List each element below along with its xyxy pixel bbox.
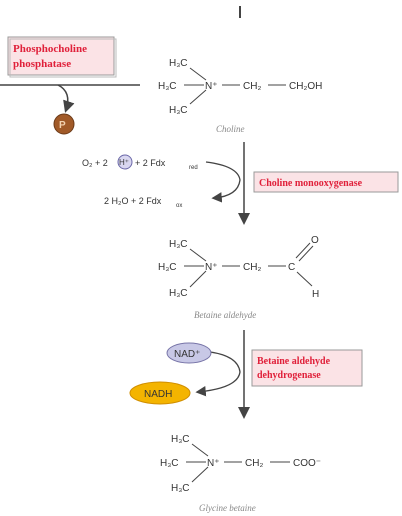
enzyme-1-line2: phosphatase	[13, 58, 71, 70]
gb-ch2: CH₂	[245, 458, 263, 469]
choline-h3c-bottom: H₃C	[169, 105, 188, 116]
proton-circle	[117, 154, 133, 170]
choline-n-plus: N⁺	[205, 81, 218, 92]
ba-h3c-left: H₃C	[158, 262, 177, 273]
ba-oxygen: O	[311, 235, 319, 246]
gb-h3c-top: H₃C	[171, 434, 190, 445]
choline-ch2oh: CH₂OH	[289, 81, 322, 92]
gb-h3c-left: H₃C	[160, 458, 179, 469]
ba-h3c-top: H₃C	[169, 239, 188, 250]
gb-coo: COO⁻	[293, 458, 321, 469]
phosphate-icon	[53, 113, 75, 135]
gb-h3c-bottom: H₃C	[171, 483, 190, 494]
choline-ch2: CH₂	[243, 81, 261, 92]
ba-h3c-bottom: H₃C	[169, 288, 188, 299]
enzyme-1-line1: Phosphocholine	[13, 43, 87, 55]
reaction2-side-arrow	[205, 161, 241, 203]
nadh-ellipse	[129, 381, 191, 405]
ba-hydrogen: H	[312, 289, 319, 300]
choline-h3c-top: H₃C	[169, 58, 188, 69]
betaine-aldehyde-dehydrogenase-box: Betaine aldehyde dehydrogenase	[251, 349, 363, 387]
reaction2-outputs-sub: ox	[176, 203, 182, 209]
enzyme-2-label: Choline monooxygenase	[259, 178, 363, 189]
choline-monooxygenase-box: Choline monooxygenase	[253, 171, 399, 193]
phosphate-label: P	[59, 120, 66, 131]
ba-carbon: C	[288, 262, 295, 273]
reaction3-side-arrow	[195, 351, 241, 397]
reaction2-inputs-post: + 2 Fdx	[135, 158, 166, 168]
ba-ch2: CH₂	[243, 262, 261, 273]
reaction2-proton: H⁺	[119, 158, 129, 167]
phosphocholine-phosphatase-box: Phosphocholine phosphatase	[7, 36, 117, 78]
choline-h3c-left: H₃C	[158, 81, 177, 92]
ba-n-plus: N⁺	[205, 262, 218, 273]
enzyme-3-line2: dehydrogenase	[257, 370, 321, 381]
nadh-label: NADH	[144, 389, 172, 400]
nad-label: NAD⁺	[174, 349, 200, 360]
betaine-aldehyde-caption: Betaine aldehyde	[194, 310, 256, 320]
choline-structure: H₃C H₃C H₃C N⁺ CH₂ CH₂OH Choline	[158, 58, 322, 134]
reaction2-inputs-pre: O₂ + 2	[82, 158, 108, 168]
phosphate-release-arrow	[57, 84, 75, 113]
betaine-aldehyde-structure: H₃C H₃C H₃C N⁺ CH₂ C O H Betaine aldehyd…	[158, 235, 319, 320]
glycine-betaine-caption: Glycine betaine	[199, 503, 256, 513]
reaction2-inputs-sub: red	[189, 165, 198, 171]
enzyme-3-line1: Betaine aldehyde	[257, 356, 331, 367]
gb-n-plus: N⁺	[207, 458, 220, 469]
nad-ellipse	[166, 342, 212, 364]
glycine-betaine-structure: H₃C H₃C H₃C N⁺ CH₂ COO⁻ Glycine betaine	[160, 434, 321, 513]
reaction2-outputs: 2 H₂O + 2 Fdx	[104, 196, 162, 206]
choline-caption: Choline	[216, 124, 245, 134]
